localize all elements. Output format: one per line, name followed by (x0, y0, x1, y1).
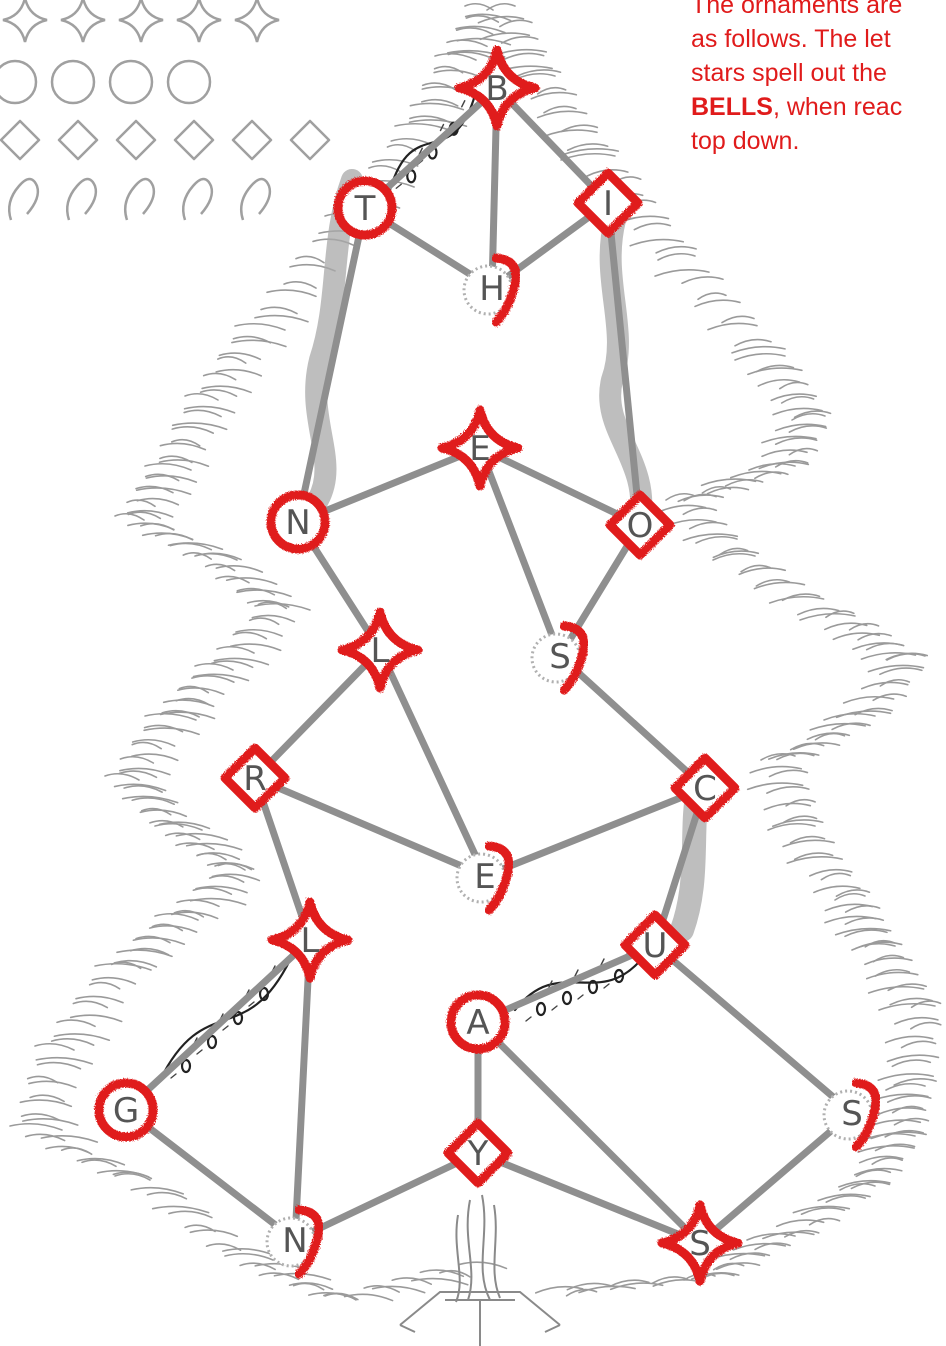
diagram-edge (478, 1022, 700, 1243)
hook-icon (9, 179, 38, 220)
circle-icon (110, 61, 152, 103)
hook-icon (183, 179, 212, 220)
diagram-edge (380, 650, 485, 876)
ornament-node-hook: E (457, 846, 509, 910)
ornament-letter: S (841, 1094, 863, 1134)
diagram-nodes: B T I H E N O S L R C E L U A G S Y N S (99, 50, 876, 1281)
circle-icon (168, 61, 210, 103)
ornament-letter: T (354, 189, 376, 229)
caption-line-3: stars spell out the (691, 56, 946, 90)
ornament-letter: N (285, 503, 310, 543)
ornament-node-circle: G (99, 1083, 153, 1137)
ornament-node-diamond: Y (448, 1123, 508, 1183)
ornament-letter: H (479, 269, 505, 309)
ornament-node-star: E (442, 410, 518, 486)
star-icon (61, 0, 105, 42)
diagram-edge (478, 1153, 700, 1243)
ornament-letter: E (469, 429, 490, 469)
star-icon (235, 0, 279, 42)
ornament-letter: S (689, 1224, 711, 1264)
diamond-icon (233, 121, 271, 159)
ornament-letter: B (485, 69, 508, 109)
ornament-legend (0, 0, 329, 220)
ornament-letter: N (282, 1221, 307, 1261)
diamond-icon (175, 121, 213, 159)
ornament-letter: U (643, 926, 668, 966)
ornament-letter: E (474, 857, 495, 897)
hook-icon (241, 179, 270, 220)
instructions-text: The ornaments are as follows. The let st… (691, 0, 946, 158)
ornament-letter: L (371, 631, 390, 671)
caption-line-1: The ornaments are (691, 0, 946, 22)
circle-icon (52, 61, 94, 103)
caption-line-2: as follows. The let (691, 22, 946, 56)
ornament-letter: I (603, 184, 613, 224)
ornament-letter: S (549, 637, 571, 677)
caption-line-5: top down. (691, 124, 946, 158)
star-icon (119, 0, 163, 42)
caption-line-4-rest: , when reac (773, 93, 902, 121)
caption-line-4: BELLS, when reac (691, 90, 946, 124)
light-bulb-icon (537, 1003, 545, 1015)
ornament-node-circle: N (271, 495, 325, 549)
hook-icon (125, 179, 154, 220)
ornament-letter: Y (467, 1134, 489, 1174)
diagram-edge (700, 1113, 852, 1243)
star-icon (177, 0, 221, 42)
ornament-letter: L (301, 921, 320, 961)
diamond-icon (1, 121, 39, 159)
diagram-edge (126, 1110, 295, 1240)
ornament-node-hook: H (464, 258, 516, 322)
star-icon (3, 0, 47, 42)
diagram-edges (126, 88, 852, 1243)
light-bulb-icon (563, 992, 571, 1004)
diamond-icon (291, 121, 329, 159)
caption-bold-word: BELLS (691, 93, 773, 121)
string-lights (160, 95, 645, 1080)
tree-stand (400, 1195, 560, 1346)
ornament-letter: G (113, 1091, 139, 1131)
ornament-node-circle: T (338, 181, 392, 235)
diagram-edge (295, 940, 310, 1240)
diagram-edge (560, 656, 705, 788)
hook-icon (67, 179, 96, 220)
diagram-edge (485, 788, 705, 876)
diamond-icon (117, 121, 155, 159)
ornament-letter: R (243, 759, 267, 799)
diagram-edge (255, 650, 380, 778)
diagram-edge (655, 945, 852, 1113)
ornament-letter: C (693, 769, 717, 809)
ornament-letter: O (627, 506, 654, 546)
diamond-icon (59, 121, 97, 159)
ornament-node-circle: A (451, 995, 505, 1049)
diagram-edge (255, 778, 485, 876)
circle-icon (0, 61, 36, 103)
ornament-letter: A (466, 1003, 489, 1043)
ornament-node-diamond: O (610, 495, 670, 555)
